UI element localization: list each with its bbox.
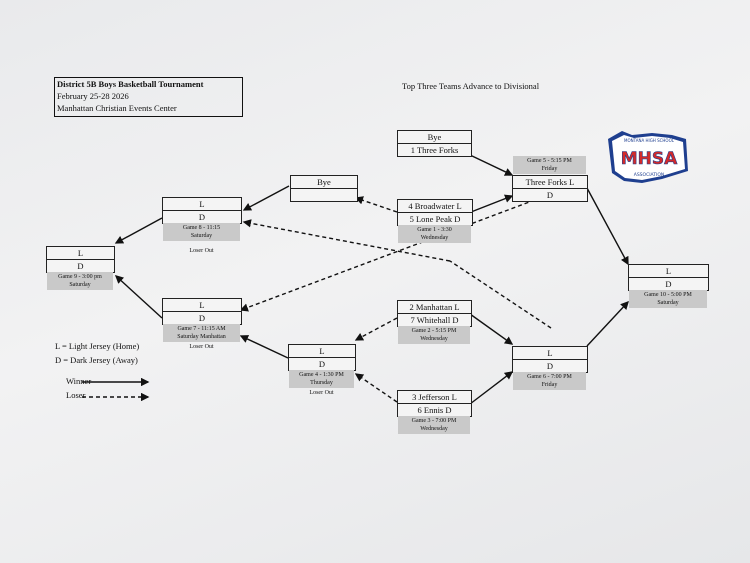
game10-caption: Game 10 - 5:00 PM Saturday (629, 290, 707, 308)
game6-time: Game 6 - 7:00 PM (527, 374, 572, 380)
game3-time: Game 3 - 7:00 PM (411, 418, 457, 424)
game8-bye-box: Bye (290, 175, 358, 202)
game6-light: L (513, 347, 587, 360)
game5-caption: Game 5 - 5:15 PM Friday (513, 156, 586, 174)
game1-caption: Game 1 - 3:30 Wednesday (398, 225, 471, 243)
game7-location: Saturday Manhattan (177, 334, 226, 340)
game9-box: L D (46, 246, 115, 273)
game8-caption: Game 8 - 11:15 Saturday (163, 223, 240, 241)
tournament-venue: Manhattan Christian Events Center (57, 103, 177, 113)
game10-day: Saturday (657, 300, 679, 306)
team-whitehall: 7 Whitehall D (410, 315, 459, 325)
team-jefferson: 3 Jefferson L (398, 391, 471, 404)
game7-box: L D (162, 298, 242, 325)
team-three-forks: 1 Three Forks (410, 145, 459, 155)
game10-light: L (629, 265, 708, 278)
empty-slot (291, 189, 357, 201)
game2-day: Wednesday (420, 336, 448, 342)
legend-winner: Winner (66, 376, 92, 386)
game5-box: Three Forks L D (512, 175, 588, 202)
game3-caption: Game 3 - 7:00 PM Wednesday (398, 416, 470, 434)
game1-box: 4 Broadwater L 5 Lone Peak D (397, 199, 473, 226)
game8-day: Saturday (190, 233, 213, 239)
game4-caption: Game 4 - 1:30 PM Thursday (289, 370, 354, 388)
team-broadwater: 4 Broadwater L (398, 200, 472, 213)
seed-box-three-forks: Bye 1 Three Forks (397, 130, 472, 157)
game6-caption: Game 6 - 7:00 PM Friday (513, 372, 586, 390)
game9-light: L (47, 247, 114, 260)
team-lone-peak: 5 Lone Peak D (409, 214, 461, 224)
game8-time: Game 8 - 11:15 (182, 225, 221, 231)
game5-light: Three Forks L (513, 176, 587, 189)
game5-day: Friday (541, 166, 558, 172)
mhsa-logo-text: MHSA (621, 149, 678, 169)
game4-light: L (289, 345, 355, 358)
game5-dark: D (546, 190, 554, 200)
game3-box: 3 Jefferson L 6 Ennis D (397, 390, 472, 417)
title-block: District 5B Boys Basketball Tournament F… (54, 77, 243, 117)
game9-time: Game 9 - 3:00 pm (58, 274, 102, 280)
mhsa-logo-top: MONTANA HIGH SCHOOL (624, 138, 675, 143)
game9-day: Saturday (69, 282, 91, 288)
game8-dark: D (198, 212, 206, 222)
game7-time: Game 7 - 11:15 AM (177, 326, 226, 332)
game2-time: Game 2 - 5:15 PM (411, 328, 457, 334)
game8-box: L D (162, 197, 242, 224)
game3-day: Wednesday (420, 426, 448, 432)
bye-slot: Bye (291, 176, 357, 189)
legend-loser: Loser (66, 390, 86, 400)
game6-box: L D (512, 346, 588, 373)
game5-time: Game 5 - 5:15 PM (527, 158, 572, 164)
game2-box: 2 Manhattan L 7 Whitehall D (397, 300, 472, 327)
game8-loser-out: Loser Out (189, 248, 214, 254)
tournament-dates: February 25-28 2026 (57, 91, 129, 101)
game4-loser-out: Loser Out (309, 390, 334, 396)
game2-caption: Game 2 - 5:15 PM Wednesday (398, 326, 470, 344)
mhsa-logo-bottom: ASSOCIATION (634, 172, 665, 178)
game10-box: L D (628, 264, 709, 291)
game4-day: Thursday (310, 380, 333, 386)
game7-caption: Game 7 - 11:15 AM Saturday Manhattan (163, 324, 240, 342)
advance-note: Top Three Teams Advance to Divisional (402, 81, 540, 91)
game7-light: L (163, 299, 241, 312)
game4-dark: D (318, 359, 326, 369)
game10-time: Game 10 - 5:00 PM (644, 292, 692, 298)
tournament-title: District 5B Boys Basketball Tournament (57, 79, 204, 89)
legend-dark: D = Dark Jersey (Away) (55, 355, 138, 365)
legend-light: L = Light Jersey (Home) (55, 341, 140, 351)
team-manhattan: 2 Manhattan L (398, 301, 471, 314)
game8-light: L (163, 198, 241, 211)
game4-box: L D (288, 344, 356, 371)
bye-slot: Bye (398, 131, 471, 144)
game6-day: Friday (541, 382, 558, 388)
game4-time: Game 4 - 1:30 PM (299, 372, 344, 378)
game1-time: Game 1 - 3:30 (417, 227, 452, 233)
game7-dark: D (198, 313, 206, 323)
game10-dark: D (665, 279, 672, 289)
game9-caption: Game 9 - 3:00 pm Saturday (47, 272, 113, 290)
game9-dark: D (77, 261, 84, 271)
game7-loser-out: Loser Out (189, 344, 214, 350)
mhsa-logo: MHSA MONTANA HIGH SCHOOL ASSOCIATION (608, 131, 688, 183)
team-ennis: 6 Ennis D (417, 405, 452, 415)
game1-day: Wednesday (420, 235, 449, 241)
game6-dark: D (546, 361, 554, 371)
